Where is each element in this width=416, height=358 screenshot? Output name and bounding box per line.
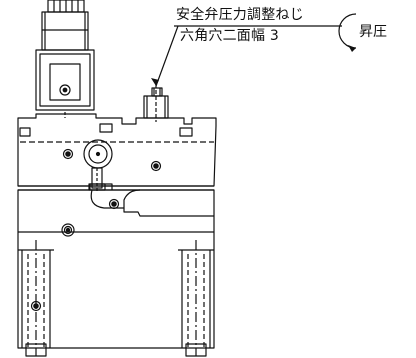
- right-leg: [178, 240, 214, 357]
- rotation-arrow-icon: [338, 13, 357, 52]
- pump-body: [17, 183, 215, 349]
- plug-pin: [88, 167, 106, 192]
- top-coil-cap: [47, 0, 85, 13]
- solenoid-housing: [35, 49, 95, 118]
- left-leg: [18, 240, 54, 357]
- body-screw-right: [108, 198, 120, 210]
- center-port: [83, 139, 113, 169]
- manifold-block: [17, 113, 217, 191]
- callout-title: 安全弁圧力調整ねじ: [176, 7, 304, 23]
- manifold-screw-left: [62, 148, 74, 160]
- top-coil-body: [41, 11, 89, 51]
- adjusting-screw: [143, 84, 169, 122]
- body-screw-left: [61, 223, 75, 237]
- manifold-screw-right: [150, 160, 162, 172]
- callout-leader: [151, 25, 342, 87]
- rotation-label: 昇圧: [359, 24, 387, 40]
- callout-subtitle: 六角穴二面幅 3: [180, 28, 279, 44]
